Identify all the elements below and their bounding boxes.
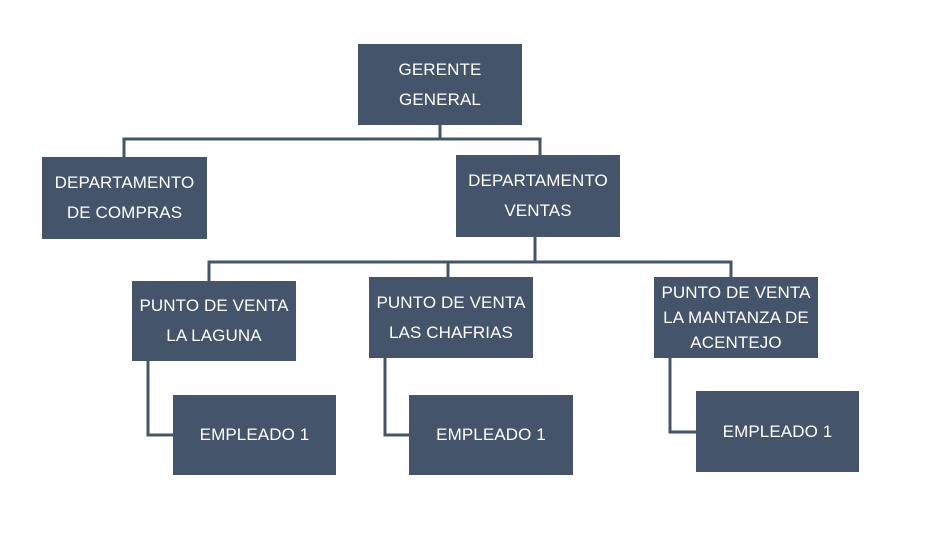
connector-sales-to-pos: [207, 260, 733, 281]
node-employee-la-laguna: EMPLEADO 1: [173, 395, 336, 475]
node-employee-las-chafrias-label: EMPLEADO 1: [436, 425, 546, 444]
node-employee-la-laguna-label: EMPLEADO 1: [199, 425, 310, 444]
node-pos-la-mantanza-label: PUNTO DE VENTA LA MANTANZA DE ACENTEJO: [661, 283, 811, 352]
node-employee-la-mantanza: EMPLEADO 1: [696, 391, 859, 472]
connector-pos-1-employee: [146, 361, 173, 437]
connector-pos-2-employee: [383, 358, 409, 437]
connector-root-to-purchasing: [122, 137, 542, 157]
node-pos-la-mantanza: PUNTO DE VENTA LA MANTANZA DE ACENTEJO: [654, 277, 818, 358]
node-general-manager-label: GERENTE GENERAL: [398, 59, 482, 109]
node-general-manager: GERENTE GENERAL: [358, 44, 522, 125]
node-purchasing-department-label: DEPARTAMENTO DE COMPRAS: [54, 173, 195, 222]
connector-pos-3-employee: [668, 358, 696, 434]
node-sales-department-label: DEPARTAMENTO VENTAS: [468, 171, 608, 220]
node-pos-las-chafrias-label: PUNTO DE VENTA LAS CHAFRIAS: [376, 292, 526, 342]
node-pos-las-chafrias: PUNTO DE VENTA LAS CHAFRIAS: [369, 277, 533, 358]
node-pos-la-laguna-label: PUNTO DE VENTA LA LAGUNA: [139, 296, 289, 345]
node-sales-department: DEPARTAMENTO VENTAS: [456, 155, 620, 237]
node-purchasing-department: DEPARTAMENTO DE COMPRAS: [42, 157, 207, 239]
node-pos-la-laguna: PUNTO DE VENTA LA LAGUNA: [132, 281, 296, 361]
node-employee-la-mantanza-label: EMPLEADO 1: [722, 421, 833, 441]
node-employee-las-chafrias: EMPLEADO 1: [409, 395, 573, 475]
